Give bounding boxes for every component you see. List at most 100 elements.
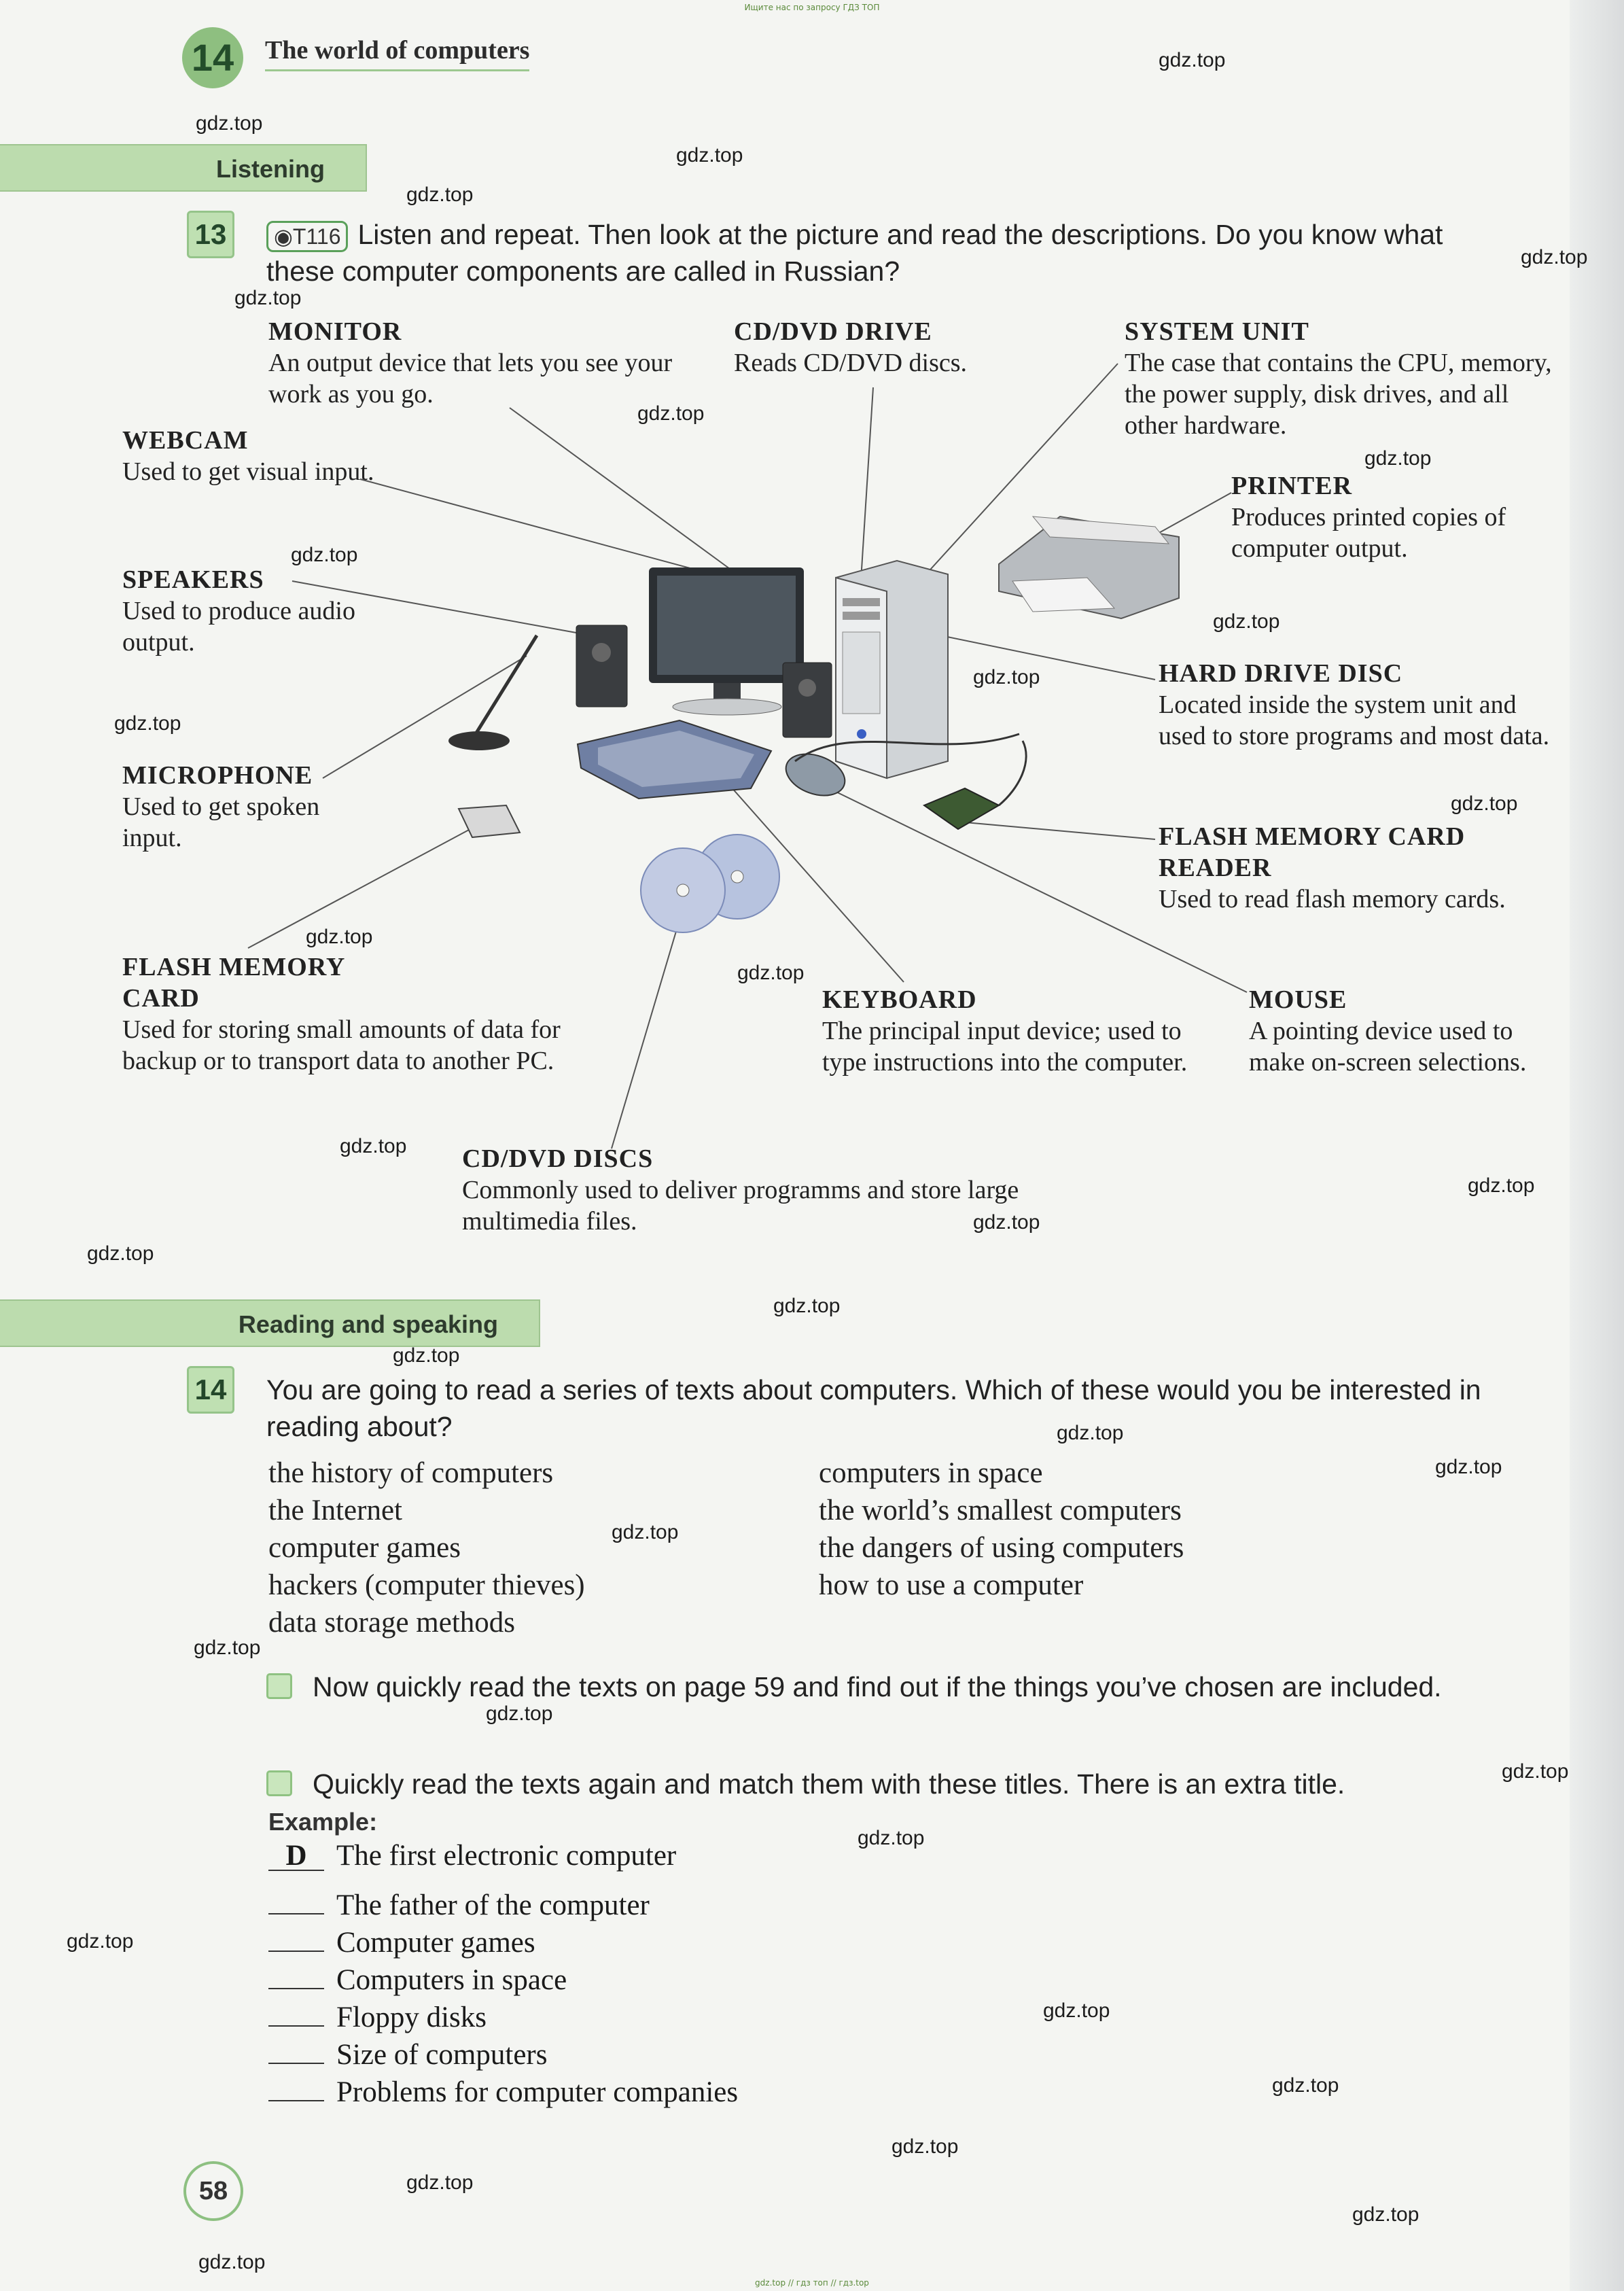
flash-card-icon: [457, 804, 521, 839]
match-row: Computers in space: [268, 1961, 738, 1999]
task-1-text: Now quickly read the texts on page 59 an…: [313, 1671, 1442, 1702]
watermark: gdz.top: [194, 1637, 261, 1659]
label-cddrive-desc: Reads CD/DVD discs.: [734, 349, 968, 377]
watermark: gdz.top: [393, 1344, 460, 1367]
watermark: gdz.top: [1057, 1422, 1124, 1444]
microphone-icon: [448, 634, 539, 750]
label-keyboard-desc: The principal input device; used to type…: [822, 1017, 1188, 1077]
watermark: gdz.top: [1502, 1760, 1569, 1783]
watermark: gdz.top: [234, 287, 302, 309]
leader-discs: [611, 896, 687, 1149]
page-edge-shade: [1570, 0, 1624, 2291]
watermark: gdz.top: [87, 1242, 154, 1265]
watermark: gdz.top: [973, 666, 1040, 688]
leader-cardreader: [964, 822, 1156, 840]
watermark: gdz.top: [114, 712, 181, 735]
leader-microphone: [322, 655, 527, 779]
topic-item[interactable]: the dangers of using computers: [819, 1532, 1184, 1564]
example-label: Example:: [268, 1808, 378, 1836]
watermark: gdz.top: [406, 183, 474, 206]
watermark: gdz.top: [406, 2171, 474, 2194]
label-cardreader: FLASH MEMORY CARD READER Used to read fla…: [1159, 821, 1539, 915]
leader-monitor: [509, 407, 738, 575]
exercise-14-number: 14: [187, 1366, 234, 1414]
example-answer: D: [268, 1841, 324, 1871]
label-keyboard: KEYBOARD The principal input device; used…: [822, 984, 1203, 1078]
topic-item[interactable]: computers in space: [819, 1457, 1043, 1489]
topic-item[interactable]: computer games: [268, 1532, 461, 1564]
topic-item[interactable]: the Internet: [268, 1494, 402, 1526]
watermark: gdz.top: [340, 1135, 407, 1157]
task-2-checkbox-icon[interactable]: [266, 1770, 292, 1796]
watermark: gdz.top: [1468, 1174, 1535, 1197]
topic-item[interactable]: the history of computers: [268, 1457, 554, 1489]
page-number: 58: [183, 2161, 243, 2221]
label-keyboard-name: KEYBOARD: [822, 985, 977, 1014]
answer-blank[interactable]: [268, 2063, 324, 2064]
watermark: gdz.top: [1521, 246, 1588, 268]
label-monitor-desc: An output device that lets you see your …: [268, 349, 673, 408]
label-webcam-name: WEBCAM: [122, 426, 249, 455]
watermark: gdz.top: [306, 926, 373, 948]
leader-harddrive: [923, 631, 1156, 680]
watermark: gdz.top: [637, 402, 705, 425]
topic-item[interactable]: hackers (computer thieves): [268, 1569, 585, 1601]
answer-blank[interactable]: [268, 2100, 324, 2101]
match-title: Problems for computer companies: [336, 2076, 739, 2108]
leader-flashcard: [247, 818, 490, 949]
leader-webcam: [359, 478, 721, 577]
topic-item[interactable]: data storage methods: [268, 1607, 516, 1639]
match-row: Floppy disks: [268, 1999, 738, 2036]
answer-blank[interactable]: [268, 2025, 324, 2027]
bottom-note: gdz.top // гдз топ // гдз.top: [755, 2278, 869, 2288]
label-cardreader-name: FLASH MEMORY CARD READER: [1159, 822, 1466, 882]
right-speaker-icon: [782, 662, 832, 738]
watermark: gdz.top: [1213, 610, 1280, 633]
answer-blank[interactable]: [268, 1951, 324, 1952]
label-discs-desc: Commonly used to deliver programms and s…: [462, 1176, 1019, 1236]
watermark: gdz.top: [612, 1521, 679, 1543]
computer-illustration: [247, 363, 1248, 1149]
match-row: The father of the computer: [268, 1887, 738, 1924]
audio-track-label: T116: [292, 224, 341, 249]
watermark: gdz.top: [291, 544, 358, 566]
leader-keyboard: [720, 774, 904, 983]
label-speakers-name: SPEAKERS: [122, 565, 264, 594]
watermark: gdz.top: [198, 2251, 266, 2273]
mouse-icon: [785, 753, 846, 797]
match-title: Computer games: [336, 1927, 535, 1959]
example-row: D The first electronic computer: [268, 1837, 738, 1874]
topic-item[interactable]: how to use a computer: [819, 1569, 1084, 1601]
answer-blank[interactable]: [268, 1988, 324, 1989]
answer-blank[interactable]: [268, 1913, 324, 1914]
exercise-13-number: 13: [187, 211, 234, 258]
watermark: gdz.top: [196, 112, 263, 135]
label-flashcard-name: FLASH MEMORY CARD: [122, 953, 345, 1013]
topic-item[interactable]: the world’s smallest computers: [819, 1494, 1182, 1526]
exercise-14-instruction: You are going to read a series of texts …: [266, 1374, 1481, 1442]
watermark: gdz.top: [973, 1211, 1040, 1234]
label-cardreader-desc: Used to read flash memory cards.: [1159, 885, 1506, 913]
label-microphone-desc: Used to get spoken input.: [122, 792, 320, 852]
label-systemunit-name: SYSTEM UNIT: [1125, 317, 1309, 346]
match-title: Computers in space: [336, 1964, 567, 1996]
printer-icon: [998, 515, 1180, 620]
label-systemunit-desc: The case that contains the CPU, memory, …: [1125, 349, 1552, 440]
leader-printer: [1151, 492, 1232, 538]
watermark: gdz.top: [676, 144, 743, 167]
audio-track-icon[interactable]: ◉T116: [266, 221, 349, 253]
example-title: The first electronic computer: [336, 1840, 677, 1872]
top-note: Ищите нас по запросу ГДЗ ТОП: [744, 3, 880, 12]
left-speaker-icon: [576, 625, 628, 707]
label-harddrive-name: HARD DRIVE DISC: [1159, 659, 1403, 688]
task-1-checkbox-icon[interactable]: [266, 1673, 292, 1699]
watermark: gdz.top: [1352, 2203, 1419, 2226]
matching-list: D The first electronic computer The fathe…: [268, 1837, 738, 2111]
